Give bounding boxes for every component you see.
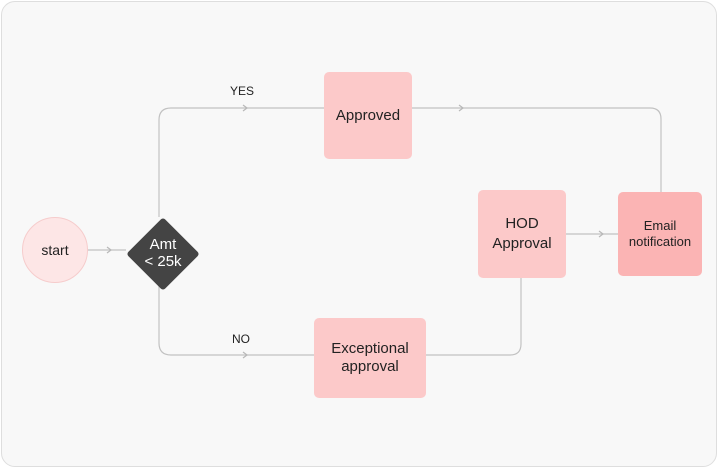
hod-approval-node: HOD Approval bbox=[478, 190, 566, 278]
branch-yes-label: YES bbox=[230, 84, 255, 98]
arrowhead-no bbox=[242, 351, 248, 359]
decision-label: Amt < 25k bbox=[144, 236, 182, 270]
exceptional-approval-node: Exceptional approval bbox=[314, 318, 426, 398]
email-notification-node: Email notification bbox=[618, 192, 702, 276]
arrowhead-approved-email bbox=[458, 104, 464, 112]
approved-node: Approved bbox=[324, 72, 412, 159]
exceptional-approval-label: Exceptional approval bbox=[331, 340, 409, 375]
connector-decision-approved bbox=[158, 107, 324, 217]
hod-approval-label: HOD Approval bbox=[492, 215, 552, 252]
arrowhead-yes bbox=[242, 104, 248, 112]
connector-approved-email bbox=[412, 107, 662, 192]
arrowhead-start-decision bbox=[106, 246, 112, 254]
decision-diamond bbox=[127, 218, 199, 290]
approved-label: Approved bbox=[335, 107, 401, 124]
branch-no-label: NO bbox=[232, 332, 250, 346]
arrowhead-hod-email bbox=[598, 230, 604, 238]
connector-decision-exceptional bbox=[158, 283, 314, 356]
start-label: start bbox=[41, 242, 69, 258]
email-notification-label: Email notification bbox=[628, 218, 692, 249]
connector-exceptional-hod bbox=[426, 278, 522, 356]
start-node: start bbox=[22, 217, 88, 283]
